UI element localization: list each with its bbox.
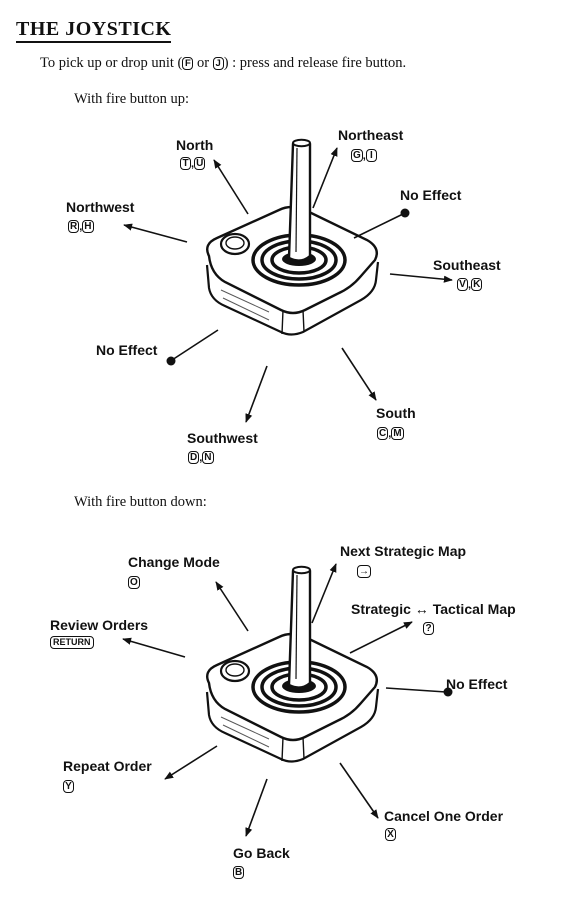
- label-go-back: Go Back: [233, 845, 290, 861]
- page-title: THE JOYSTICK: [16, 18, 172, 43]
- label-strategic-tactical-map: Strategic ↔ Tactical Map: [351, 601, 516, 617]
- label-cancel-one-order: Cancel One Order: [384, 808, 504, 824]
- label-repeat-order: Repeat Order: [63, 758, 152, 774]
- key-question: ?: [423, 622, 434, 635]
- keys-next-strategic-map: →: [357, 565, 371, 579]
- label-northwest: Northwest: [66, 199, 135, 215]
- keys-strategic-tactical-map: ?: [423, 622, 434, 636]
- key-return: RETURN: [50, 636, 94, 649]
- keys-northwest: R,H: [68, 220, 94, 233]
- keys-southeast: V,K: [457, 278, 483, 292]
- key-t: T: [180, 157, 191, 170]
- keys-review-orders: RETURN: [50, 636, 94, 650]
- key-r: R: [68, 220, 80, 233]
- label-no-effect-sw: No Effect: [96, 342, 158, 358]
- key-i: I: [365, 149, 377, 162]
- intro-text-before: To pick up or drop unit (: [40, 55, 183, 71]
- key-n: N: [202, 451, 214, 464]
- key-x: X: [385, 828, 396, 841]
- key-j: J: [212, 57, 224, 70]
- key-f: F: [182, 57, 194, 70]
- intro-text-after: ) : press and release fire button.: [223, 55, 407, 71]
- label-next-strategic-map: Next Strategic Map: [340, 543, 467, 559]
- key-m: M: [391, 427, 404, 440]
- keys-go-back: B: [233, 866, 245, 880]
- keys-repeat-order: Y: [63, 780, 74, 794]
- key-c: C: [377, 427, 389, 440]
- label-southeast: Southeast: [433, 257, 501, 273]
- key-y: Y: [63, 780, 74, 793]
- heading-fire-up: With fire button up:: [74, 91, 189, 107]
- intro-or: or: [196, 55, 210, 71]
- label-review-orders: Review Orders: [50, 617, 149, 633]
- keys-south: C,M: [377, 427, 404, 440]
- key-d: D: [188, 451, 200, 464]
- keys-north: T,U: [180, 157, 206, 171]
- label-south: South: [376, 405, 416, 421]
- key-b: B: [233, 866, 245, 879]
- keys-southwest: D,N: [188, 451, 214, 464]
- key-v: V: [457, 278, 468, 291]
- keys-northeast: G,I: [351, 149, 377, 163]
- key-u: U: [194, 157, 206, 170]
- intro-line: To pick up or drop unit (F or J) : press…: [40, 55, 406, 71]
- label-north: North: [176, 137, 214, 153]
- label-no-effect-ne: No Effect: [400, 187, 462, 203]
- label-change-mode: Change Mode: [128, 554, 220, 570]
- key-k: K: [471, 278, 483, 291]
- label-northeast: Northeast: [338, 127, 404, 143]
- label-no-effect: No Effect: [446, 676, 508, 692]
- key-o: O: [128, 576, 140, 589]
- key-arrow: →: [357, 565, 371, 578]
- keys-cancel-one-order: X: [385, 828, 396, 842]
- keys-change-mode: O: [128, 576, 140, 590]
- key-g: G: [351, 149, 363, 162]
- key-h: H: [82, 220, 94, 233]
- label-southwest: Southwest: [187, 430, 258, 446]
- heading-fire-down: With fire button down:: [74, 494, 207, 510]
